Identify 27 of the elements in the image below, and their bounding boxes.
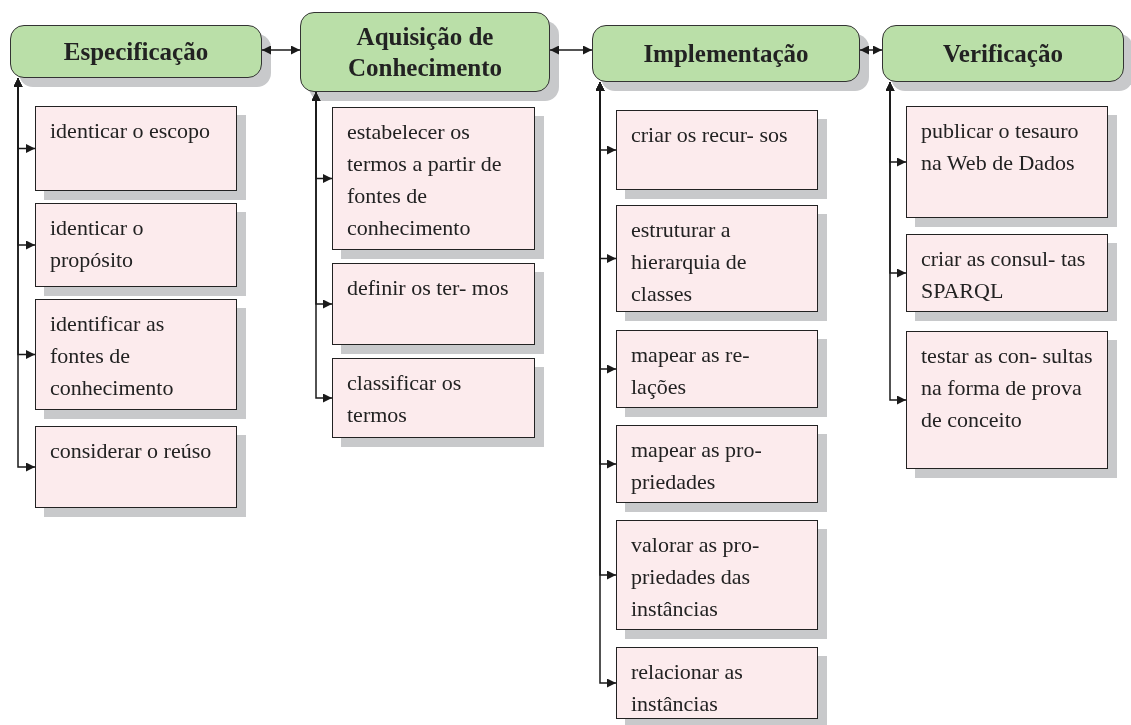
task-box: publicar o tesauro na Web de Dados — [906, 106, 1108, 218]
arrow — [859, 45, 883, 55]
phase-box: Verificação — [882, 25, 1124, 82]
task-box: estabelecer os termos a partir de fontes de conhecimento — [332, 107, 535, 250]
task-box: mapear as re- lações — [616, 330, 818, 408]
arrow — [549, 45, 593, 55]
task-box: considerar o reúso — [35, 426, 237, 508]
task-box: definir os ter- mos — [332, 263, 535, 345]
task-box: identicar o escopo — [35, 106, 237, 191]
task-box: identicar o propósito — [35, 203, 237, 287]
arrow — [13, 77, 36, 472]
phase-box: Implementação — [592, 25, 860, 82]
task-box: criar as consul- tas SPARQL — [906, 234, 1108, 312]
task-box: criar os recur- sos — [616, 110, 818, 190]
task-box: relacionar as instâncias — [616, 647, 818, 719]
phase-box: Especificação — [10, 25, 262, 78]
task-box: classificar os termos — [332, 358, 535, 438]
task-box: identificar as fontes de conhecimento — [35, 299, 237, 410]
arrow — [595, 81, 617, 688]
arrow — [885, 81, 907, 405]
phase-box: Aquisição de Conhecimento — [300, 12, 550, 92]
task-box: testar as con- sultas na forma de prova de conceito — [906, 331, 1108, 469]
arrow — [261, 45, 301, 55]
task-box: estruturar a hierarquia de classes — [616, 205, 818, 312]
task-box: valorar as pro- priedades das instâncias — [616, 520, 818, 630]
task-box: mapear as pro- priedades — [616, 425, 818, 503]
arrow — [311, 91, 333, 403]
